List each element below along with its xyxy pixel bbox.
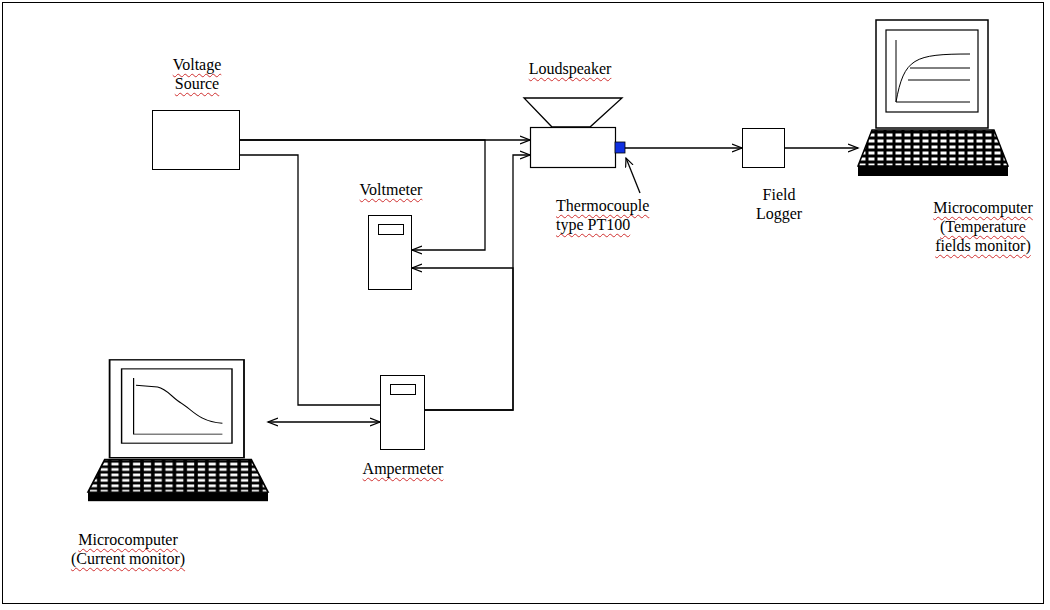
- node-label: Microcomputer (Temperature fields monito…: [922, 198, 1044, 255]
- computer-box: Microcomputer (Current monitor): [88, 358, 268, 503]
- wire-connector: [240, 140, 485, 250]
- wire-connector: [240, 155, 380, 405]
- logger-box: Field Logger: [742, 128, 785, 168]
- laptop-illustration: [88, 358, 268, 503]
- wire-connector: [625, 147, 742, 148]
- wire-connector: [785, 147, 858, 148]
- node-label: Microcomputer (Current monitor): [63, 530, 193, 568]
- ampermeter-box: Ampermeter: [380, 375, 425, 450]
- speaker-body: [531, 128, 616, 168]
- screen-panel: [886, 30, 978, 112]
- screen-frame: [110, 360, 244, 458]
- source-box: Voltage Source: [152, 110, 240, 170]
- leader-arrow: [626, 158, 640, 193]
- screen-frame: [876, 20, 988, 128]
- meter-display: [378, 224, 404, 235]
- node-label: Loudspeaker: [529, 59, 612, 78]
- wire-connector: [268, 421, 380, 422]
- node-label: Voltage Source: [156, 55, 238, 93]
- laptop-illustration: [858, 18, 1008, 178]
- node-label: Voltmeter: [360, 180, 423, 199]
- screen-panel: [122, 369, 232, 443]
- meter-display: [390, 384, 416, 395]
- laptop-base: [858, 166, 1008, 176]
- chart-axes: [896, 40, 970, 102]
- computer-box: Microcomputer (Temperature fields monito…: [858, 18, 1008, 178]
- loudspeaker-illustration: [530, 127, 625, 168]
- keyboard: [858, 130, 1008, 166]
- callout-label: Thermocouple type PT100: [556, 196, 664, 234]
- node-label: Field Logger: [748, 185, 810, 223]
- laptop-base: [88, 492, 268, 501]
- wire-connector: [425, 155, 530, 410]
- wire-connector: [412, 268, 513, 410]
- voltmeter-box: Voltmeter: [368, 215, 412, 290]
- chart-axes: [134, 378, 223, 434]
- loudspeaker-box: Loudspeaker: [530, 127, 625, 168]
- node-label: Ampermeter: [363, 459, 444, 478]
- speaker-cone: [524, 98, 622, 127]
- chart-curve: [908, 68, 970, 80]
- thermocouple-sensor: [615, 142, 625, 153]
- chart-curve: [896, 54, 970, 102]
- keyboard: [88, 460, 268, 493]
- chart-curve: [136, 385, 222, 423]
